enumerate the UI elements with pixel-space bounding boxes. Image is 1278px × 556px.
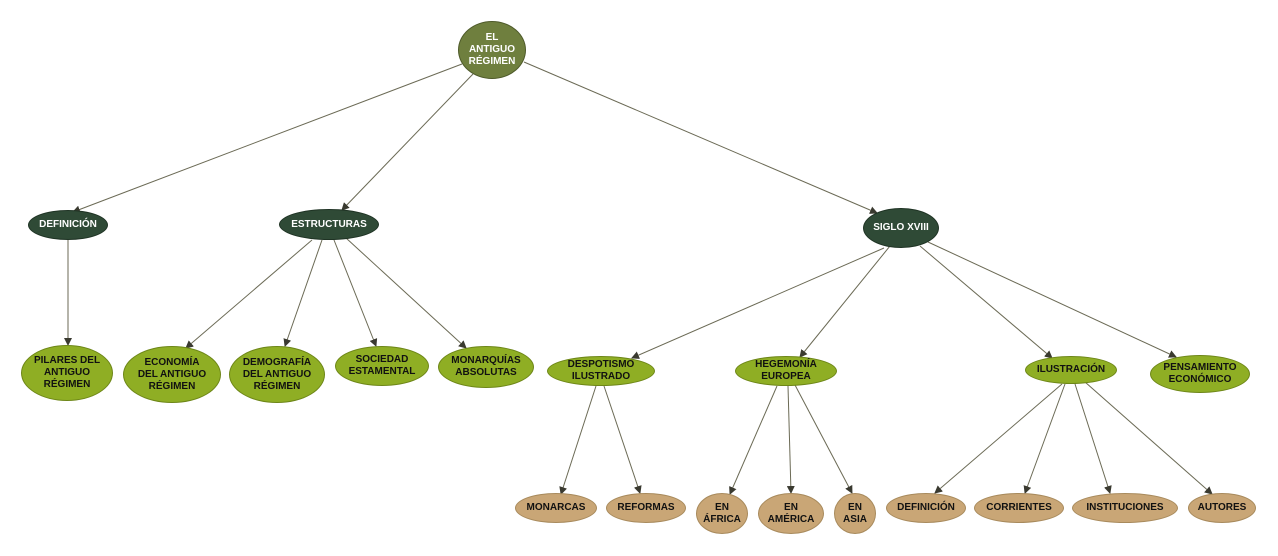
connector-arrow <box>799 245 891 358</box>
connector-arrow <box>729 385 778 495</box>
node-monarquias[interactable]: MONARQUÍAS ABSOLUTAS <box>438 346 534 388</box>
node-ilustracion[interactable]: ILUSTRACIÓN <box>1025 356 1117 384</box>
node-definicion-ilustracion[interactable]: DEFINICIÓN <box>886 493 966 523</box>
node-hegemonia[interactable]: HEGEMONÍA EUROPEA <box>735 356 837 386</box>
node-antiguo-regimen[interactable]: EL ANTIGUO RÉGIMEN <box>458 21 526 79</box>
node-en-africa[interactable]: EN ÁFRICA <box>696 493 748 534</box>
node-siglo-xviii[interactable]: SIGLO XVIII <box>863 208 939 248</box>
connector-arrow <box>559 385 597 495</box>
connector-arrow <box>631 247 885 359</box>
node-demografia[interactable]: DEMOGRAFÍA DEL ANTIGUO RÉGIMEN <box>229 346 325 403</box>
node-sociedad[interactable]: SOCIEDAD ESTAMENTAL <box>335 346 429 386</box>
node-definicion[interactable]: DEFINICIÓN <box>28 210 108 240</box>
node-economia[interactable]: ECONOMÍA DEL ANTIGUO RÉGIMEN <box>123 346 221 403</box>
node-autores[interactable]: AUTORES <box>1188 493 1256 523</box>
node-reformas[interactable]: REFORMAS <box>606 493 686 523</box>
node-en-america[interactable]: EN AMÉRICA <box>758 493 824 534</box>
node-instituciones[interactable]: INSTITUCIONES <box>1072 493 1178 523</box>
connector-arrow <box>1023 383 1066 494</box>
connector-arrow <box>1084 381 1213 495</box>
node-monarcas[interactable]: MONARCAS <box>515 493 597 523</box>
connector-arrow <box>786 385 795 494</box>
connector-arrow <box>72 63 463 214</box>
node-pensamiento[interactable]: PENSAMIENTO ECONÓMICO <box>1150 355 1250 393</box>
connector-arrow <box>283 239 323 347</box>
connector-arrow <box>345 237 467 349</box>
connector-arrow <box>523 61 878 214</box>
connector-arrow <box>341 73 474 211</box>
connector-arrow <box>603 385 642 494</box>
connector-arrow <box>185 239 313 349</box>
connector-arrow <box>794 384 853 494</box>
connector-arrow <box>934 383 1063 494</box>
node-en-asia[interactable]: EN ASIA <box>834 493 876 534</box>
node-estructuras[interactable]: ESTRUCTURAS <box>279 209 379 240</box>
connector-arrow <box>919 245 1053 359</box>
node-pilares[interactable]: PILARES DEL ANTIGUO RÉGIMEN <box>21 345 113 401</box>
node-despotismo[interactable]: DESPOTISMO ILUSTRADO <box>547 356 655 386</box>
node-corrientes[interactable]: CORRIENTES <box>974 493 1064 523</box>
connector-arrow <box>333 239 378 347</box>
connector-arrow <box>1074 383 1112 494</box>
connector-arrow <box>927 241 1177 358</box>
